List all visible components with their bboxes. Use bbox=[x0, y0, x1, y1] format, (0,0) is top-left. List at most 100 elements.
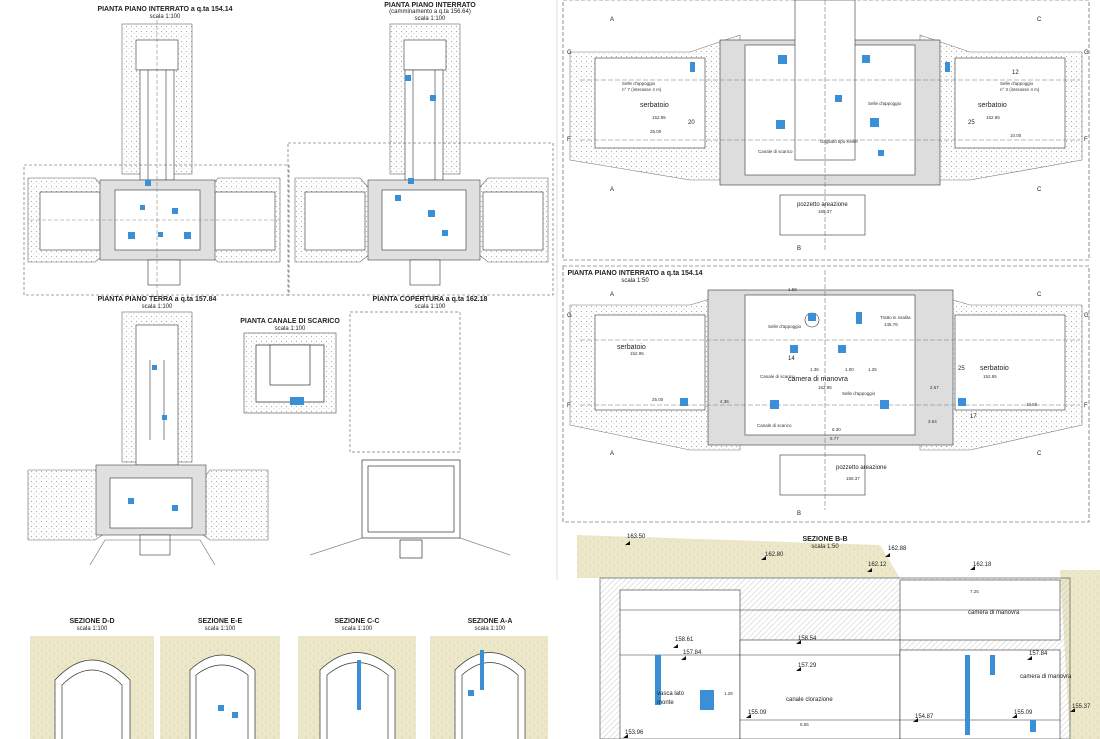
top-pozzetto: pozzetto areazione bbox=[797, 202, 848, 208]
plan-1-drawing bbox=[23, 20, 290, 296]
plan-2-drawing bbox=[287, 23, 554, 296]
mid-tratto: Tratto in risalita bbox=[880, 315, 911, 320]
plan-2-title: PIANTA PIANO INTERRATO bbox=[384, 2, 476, 9]
plan-2-subtitle: (camminamento a q.ta 156.64) bbox=[389, 9, 471, 15]
section-cc-title: SEZIONE C-C bbox=[334, 618, 380, 625]
axis-b-mid: B bbox=[797, 511, 802, 517]
plan-5-drawing bbox=[309, 311, 511, 559]
top-num-12: 12 bbox=[1012, 70, 1019, 76]
bb-elev-15509b: 155.09 bbox=[1014, 710, 1033, 716]
section-bb-title: SEZIONE B-B bbox=[802, 536, 848, 543]
mid-dim-436: 4.36 bbox=[720, 399, 729, 404]
bb-elev-16288: 162.88 bbox=[888, 546, 907, 552]
bb-camera-manovra-bottom: camera di manovra bbox=[1020, 674, 1072, 680]
plan-1-scale: scala 1:100 bbox=[149, 14, 181, 20]
mid-elev-left: 152.95 bbox=[630, 351, 644, 356]
plan-3-scale: scala 1:100 bbox=[141, 304, 173, 310]
mid-elev-right: 152.95 bbox=[983, 374, 997, 379]
top-dim-left: 25.00 bbox=[650, 129, 662, 134]
section-dd-scale: scala 1:100 bbox=[76, 626, 108, 632]
plan-2-scale: scala 1:100 bbox=[414, 16, 446, 22]
plan-4-scale: scala 1:100 bbox=[274, 326, 306, 332]
bb-elev-16212: 162.12 bbox=[868, 562, 887, 568]
mid-pozzetto-elev: 155.37 bbox=[846, 476, 860, 481]
top-selle-mid: Selle d'appoggio bbox=[868, 101, 902, 106]
bb-camera-manovra-top: camera di manovra bbox=[968, 610, 1020, 616]
bb-canale-clorazione: canale clorazione bbox=[786, 697, 833, 703]
bb-vasca-lato-monte: vasca lato monte bbox=[657, 691, 685, 706]
plan-3-drawing bbox=[27, 311, 269, 566]
mid-serbatoio-right: serbatoio bbox=[980, 365, 1009, 372]
mid-dim-577: 5.77 bbox=[830, 436, 839, 441]
mid-dim-125: 1.25 bbox=[868, 367, 877, 372]
axis-a-mid-left-bottom: A bbox=[610, 451, 615, 457]
mid-pozzetto: pozzetto areazione bbox=[836, 465, 887, 471]
top-selle-right: Selle d'appoggio bbox=[1000, 81, 1034, 86]
section-dd-title: SEZIONE D-D bbox=[69, 618, 115, 625]
plan-4-title: PIANTA CANALE DI SCARICO bbox=[240, 318, 340, 325]
axis-f-top: F bbox=[567, 137, 571, 143]
mid-dim-left: 25.00 bbox=[652, 397, 664, 402]
section-ee-scale: scala 1:100 bbox=[204, 626, 236, 632]
top-pozzetto-elev: 155.37 bbox=[818, 209, 832, 214]
axis-f-mid: F bbox=[567, 403, 571, 409]
plan-6-scale: scala 1:50 bbox=[621, 278, 649, 284]
mid-selle-b: Selle d'appoggio bbox=[842, 391, 876, 396]
top-serbatoio-right: serbatoio bbox=[978, 102, 1007, 109]
top-selle-left: Selle d'appoggio bbox=[622, 81, 656, 86]
top-selle-left-note: n° 7 (interasse 4 m) bbox=[622, 87, 662, 92]
axis-g-mid-right: G bbox=[1084, 313, 1089, 319]
mid-camera-elev: 152.95 bbox=[818, 385, 832, 390]
mid-dim-100: 1.00 bbox=[845, 367, 854, 372]
mid-canale-a: Canale di scarico bbox=[760, 374, 795, 379]
bb-elev-16280: 162.80 bbox=[765, 552, 784, 558]
bb-dim-128: 1.28 bbox=[724, 691, 733, 696]
section-bb-scale: scala 1:50 bbox=[811, 544, 839, 550]
mid-dim-354: 3.54 bbox=[928, 419, 937, 424]
top-detail-drawing bbox=[562, 0, 1090, 261]
axis-c-mid-right: C bbox=[1037, 292, 1042, 298]
axis-c-mid-right-bottom: C bbox=[1037, 451, 1042, 457]
mid-tratto-elev: 145.76 bbox=[884, 322, 898, 327]
plan-5-scale: scala 1:100 bbox=[414, 304, 446, 310]
bb-elev-16350: 163.50 bbox=[627, 534, 646, 540]
axis-c-top-right: C bbox=[1037, 17, 1042, 23]
section-ee-title: SEZIONE E-E bbox=[197, 618, 243, 625]
axis-f-top-right: F bbox=[1084, 137, 1088, 143]
mid-dim-right: 10.50 bbox=[1026, 402, 1038, 407]
bb-dim-725: 7.25 bbox=[970, 589, 979, 594]
mid-num-17: 17 bbox=[970, 414, 977, 420]
mid-selle-a: Selle d'appoggio bbox=[768, 324, 802, 329]
plan-4-drawing bbox=[243, 332, 337, 414]
top-canale: Canale di scarico bbox=[758, 149, 793, 154]
bb-elev-15854: 158.54 bbox=[798, 636, 817, 642]
mid-serbatoio-left: serbatoio bbox=[617, 344, 646, 351]
axis-a-mid-left: A bbox=[610, 292, 615, 298]
top-grigliato: Grigliato tipo Keller bbox=[820, 139, 859, 144]
mid-dim-630: 6.30 bbox=[832, 427, 841, 432]
axis-g-mid: G bbox=[567, 313, 572, 319]
axis-f-mid-right: F bbox=[1084, 403, 1088, 409]
top-elev-left: 152.95 bbox=[652, 115, 666, 120]
top-selle-right-note: n° 3 (interasse 4 m) bbox=[1000, 87, 1040, 92]
bb-elev-15537: 155.37 bbox=[1072, 704, 1091, 710]
bb-elev-15729: 157.29 bbox=[798, 663, 817, 669]
mid-num-25: 25 bbox=[958, 366, 965, 372]
plan-3-title: PIANTA PIANO TERRA a q.ta 157.84 bbox=[97, 296, 217, 303]
top-dim-right: 10.00 bbox=[1010, 133, 1022, 138]
bb-elev-15487: 154.87 bbox=[915, 714, 934, 720]
small-sections-drawing bbox=[30, 636, 548, 739]
section-bb-drawing bbox=[577, 535, 1100, 739]
plan-1-title: PIANTA PIANO INTERRATO a q.ta 154.14 bbox=[97, 6, 233, 13]
top-serbatoio-left: serbatoio bbox=[640, 102, 669, 109]
mid-dim-159: 1.59 bbox=[788, 287, 797, 292]
section-aa-scale: scala 1:100 bbox=[474, 626, 506, 632]
axis-a-top-left-bottom: A bbox=[610, 187, 615, 193]
plan-5-title: PIANTA COPERTURA a q.ta 162.18 bbox=[372, 296, 488, 303]
top-num-20: 20 bbox=[688, 120, 695, 126]
top-num-25: 25 bbox=[968, 120, 975, 126]
plan-6-title: PIANTA PIANO INTERRATO a q.ta 154.14 bbox=[567, 270, 703, 277]
bb-elev-15784a: 157.84 bbox=[683, 650, 702, 656]
axis-a-top-left: A bbox=[610, 17, 615, 23]
